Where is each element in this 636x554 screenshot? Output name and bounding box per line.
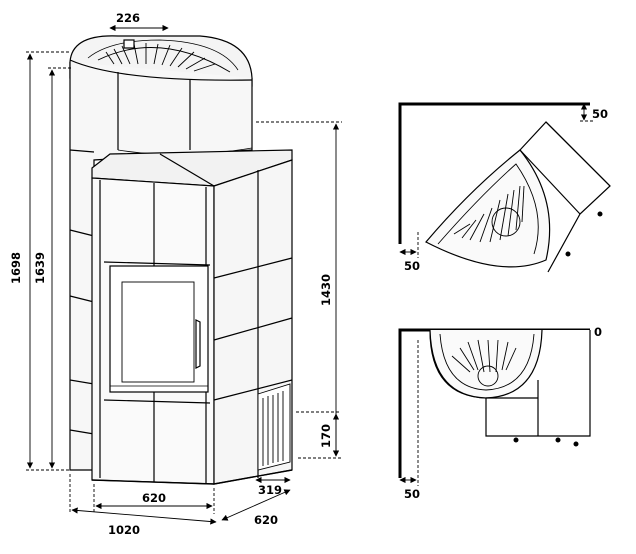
wall-grille-fan <box>451 339 517 387</box>
dim-total-width: 1020 <box>108 523 140 537</box>
dim-depth: 620 <box>254 513 278 527</box>
dim-front-width: 620 <box>142 491 166 505</box>
flue-stub <box>123 39 135 49</box>
wall-back-clearance: 0 <box>594 325 602 339</box>
wall-side-clearance: 50 <box>404 487 420 501</box>
dim-total-height: 1698 <box>9 252 23 284</box>
side-vent-grille <box>257 383 291 471</box>
wall-installation-plan <box>398 328 591 486</box>
corner-grille-fan <box>453 185 525 243</box>
dim-body-height: 1639 <box>33 252 47 284</box>
front-dimension-lines <box>26 24 342 525</box>
corner-back-clearance: 50 <box>592 107 608 121</box>
corner-installation-plan <box>398 102 611 273</box>
top-grille <box>97 43 231 73</box>
door-handle <box>195 319 201 369</box>
corner-walls <box>398 102 590 244</box>
stove-base <box>91 469 293 485</box>
dim-grille-height: 170 <box>319 424 333 448</box>
dim-top-offset: 226 <box>116 11 140 25</box>
corner-side-clearance: 50 <box>404 259 420 273</box>
stove-front-view <box>69 35 293 485</box>
dim-grille-offset: 319 <box>258 483 282 497</box>
dim-rear-height: 1430 <box>319 274 333 306</box>
door-glass <box>121 281 195 383</box>
firebox-door <box>109 265 209 393</box>
